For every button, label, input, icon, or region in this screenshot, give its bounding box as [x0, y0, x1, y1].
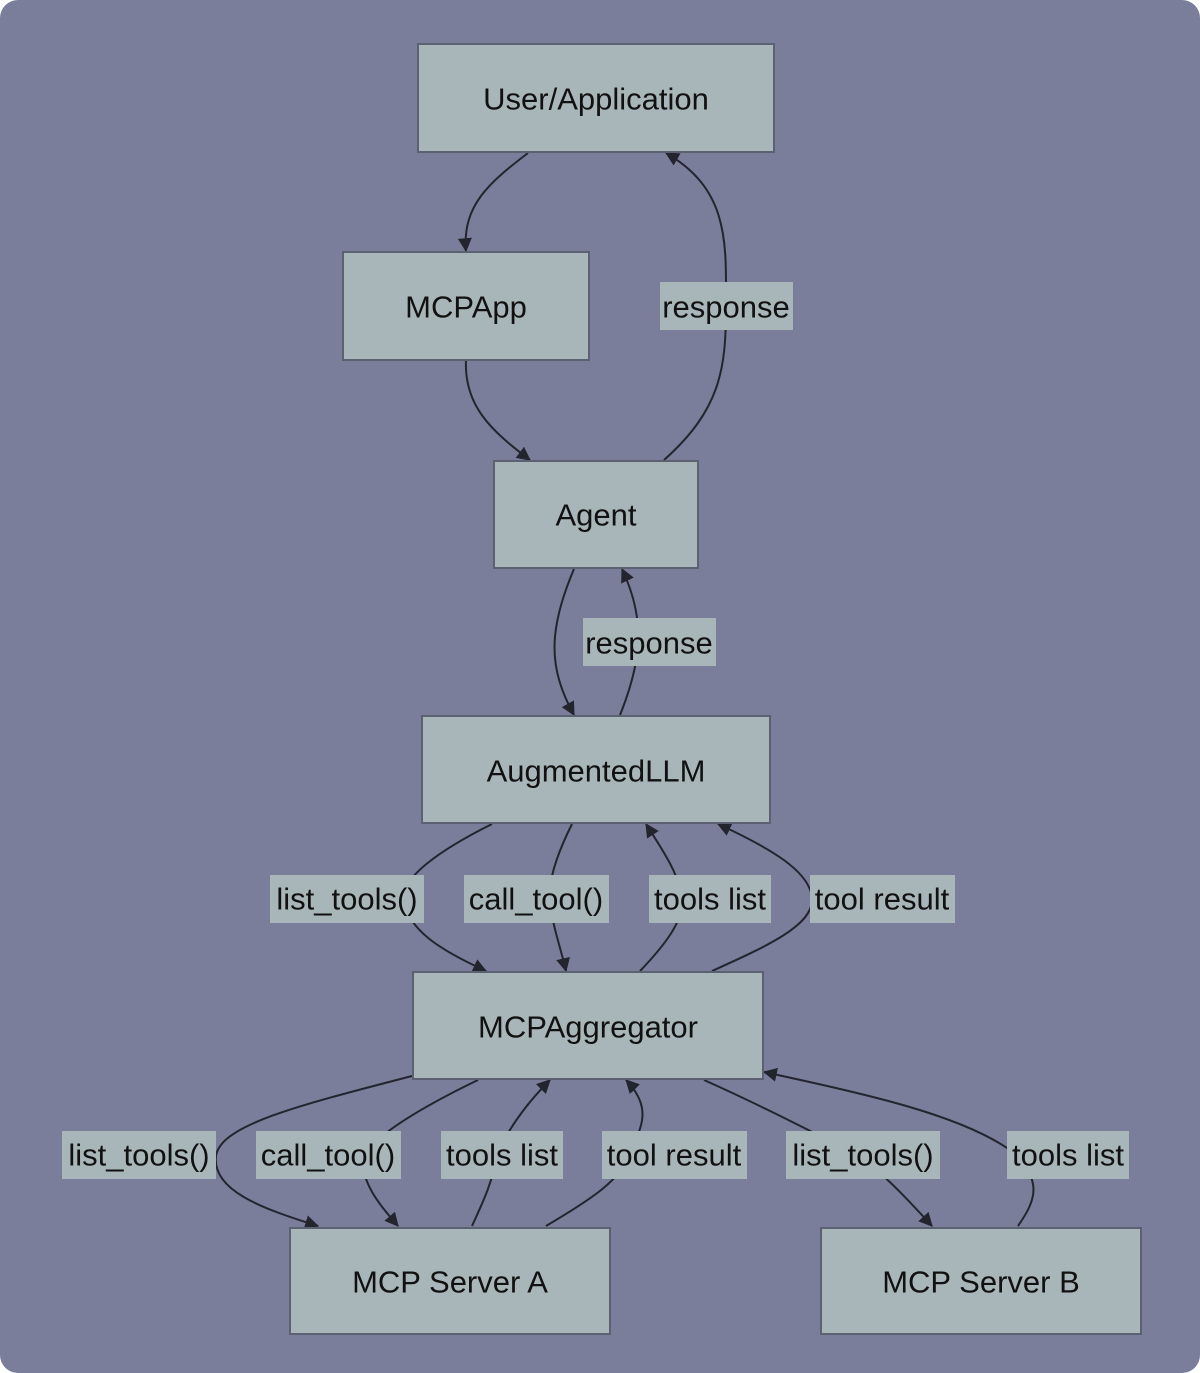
svg-text:list_tools(): list_tools() — [68, 1138, 209, 1173]
svg-text:MCP Server B: MCP Server B — [882, 1265, 1080, 1300]
svg-text:response: response — [662, 290, 790, 325]
edge-label-serverA-tools-list: tools list — [441, 1131, 563, 1179]
svg-text:tools list: tools list — [654, 882, 766, 917]
svg-text:call_tool(): call_tool() — [261, 1138, 395, 1173]
edge-mcpapp-to-agent — [464, 359, 531, 461]
edge-aggregator-to-serverA-list-tools — [214, 1075, 413, 1229]
node-augmented-llm: AugmentedLLM — [421, 715, 771, 824]
svg-text:list_tools(): list_tools() — [276, 882, 417, 917]
edge-label-response-middle: response — [583, 618, 716, 666]
svg-text:tools list: tools list — [1012, 1138, 1124, 1173]
svg-text:User/Application: User/Application — [483, 82, 709, 117]
edge-labels: response response list_tools() call_tool… — [62, 282, 1129, 1179]
svg-text:call_tool(): call_tool() — [469, 882, 603, 917]
node-mcp-server-a: MCP Server A — [289, 1227, 611, 1335]
edge-label-serverB-list-tools: list_tools() — [786, 1131, 940, 1179]
edge-agent-to-llm — [553, 568, 575, 717]
edge-serverB-to-aggregator-tools-list — [762, 1067, 1035, 1227]
edge-label-serverA-list-tools: list_tools() — [62, 1131, 216, 1179]
svg-text:Agent: Agent — [555, 498, 636, 533]
node-mcpapp: MCPApp — [342, 251, 590, 361]
svg-text:AugmentedLLM: AugmentedLLM — [487, 754, 706, 789]
edge-label-serverA-call-tool: call_tool() — [256, 1131, 401, 1179]
node-agent: Agent — [493, 460, 699, 569]
svg-text:MCP Server A: MCP Server A — [352, 1265, 548, 1300]
svg-text:tool result: tool result — [607, 1138, 742, 1173]
node-mcp-aggregator: MCPAggregator — [412, 971, 764, 1080]
edge-label-serverB-tools-list: tools list — [1007, 1131, 1129, 1179]
edge-label-response-top: response — [660, 282, 793, 330]
svg-text:MCPApp: MCPApp — [405, 290, 527, 325]
edge-label-serverA-tool-result: tool result — [602, 1131, 747, 1179]
edge-label-llm-list-tools: list_tools() — [270, 875, 424, 923]
edge-label-llm-tools-list: tools list — [649, 875, 771, 923]
node-mcp-server-b: MCP Server B — [820, 1227, 1142, 1335]
nodes: User/Application MCPApp Agent AugmentedL… — [289, 43, 1142, 1335]
node-user-application: User/Application — [417, 43, 775, 153]
edge-label-llm-tool-result: tool result — [810, 875, 955, 923]
edge-user-to-mcpapp — [457, 152, 529, 253]
svg-text:MCPAggregator: MCPAggregator — [478, 1010, 698, 1045]
svg-text:tools list: tools list — [446, 1138, 558, 1173]
svg-text:response: response — [585, 626, 713, 661]
edge-label-llm-call-tool: call_tool() — [464, 875, 609, 923]
svg-text:tool result: tool result — [815, 882, 950, 917]
svg-text:list_tools(): list_tools() — [792, 1138, 933, 1173]
